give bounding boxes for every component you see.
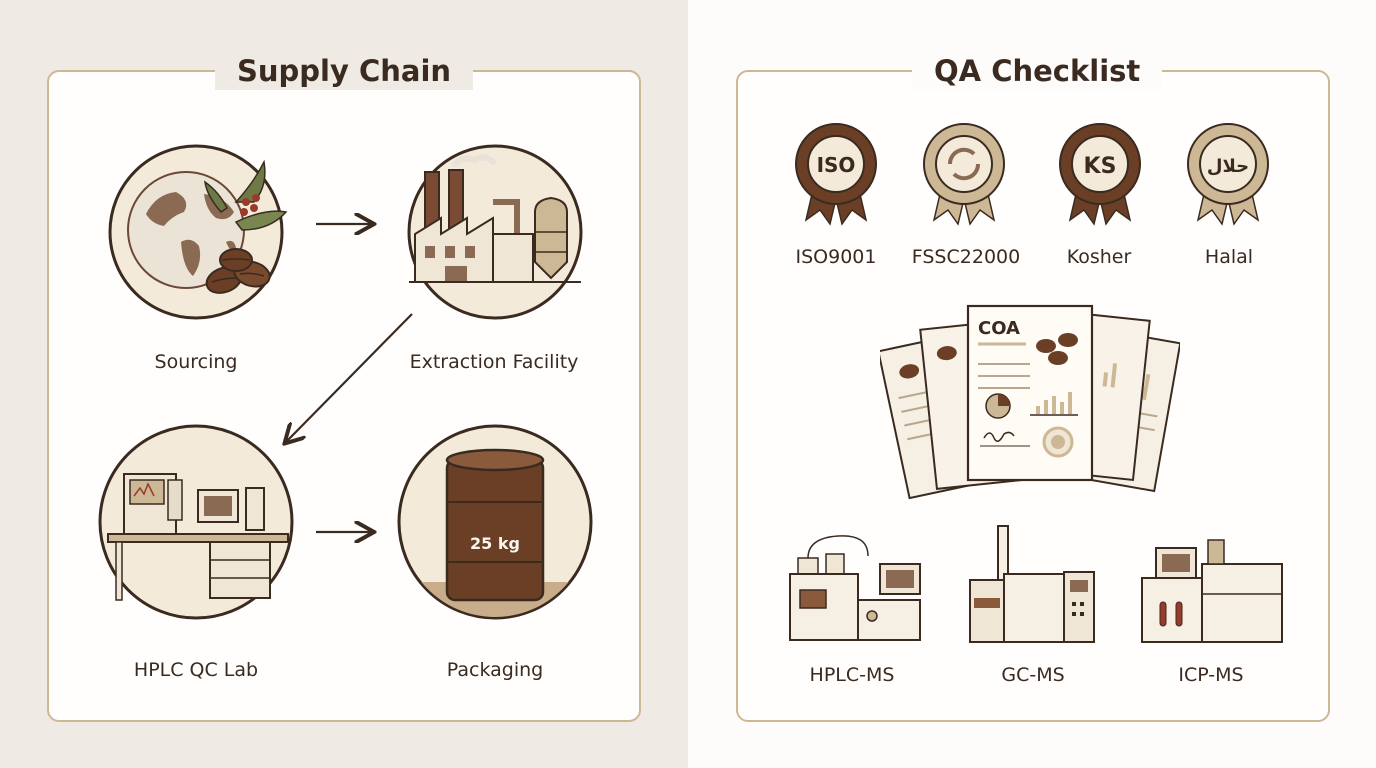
- flow-arrows: [0, 0, 413, 768]
- cert-label-fssc22000: FSSC22000: [911, 246, 1021, 268]
- packaging-label: Packaging: [446, 659, 544, 681]
- hplc-ms-icon: [789, 535, 921, 641]
- factory-icon: [407, 144, 583, 320]
- drum-icon: 25 kg: [397, 424, 593, 620]
- instrument-label-hplc-ms: HPLC-MS: [809, 664, 895, 686]
- iso-badge-text: ISO: [817, 153, 856, 177]
- cert-label-kosher: Kosher: [1066, 246, 1132, 268]
- kosher-badge-icon: KS: [1059, 123, 1141, 226]
- globe-coffee-icon: [108, 144, 288, 320]
- kosher-badge-text: KS: [1084, 154, 1117, 179]
- cert-label-iso9001: ISO9001: [795, 246, 877, 268]
- sourcing-circle: [86, 142, 306, 322]
- instruments: [789, 525, 1283, 643]
- halal-badge-text: حلال: [1207, 156, 1249, 177]
- halal-badge-icon: حلال: [1187, 123, 1269, 226]
- instrument-label-gc-ms: GC-MS: [1001, 664, 1065, 686]
- gc-ms-icon: [969, 525, 1095, 643]
- extraction-facility-circle: [385, 142, 605, 322]
- extraction-facility-label: Extraction Facility: [409, 351, 579, 373]
- arrow-extraction-to-lab: [286, 313, 413, 442]
- certification-badges: ISO KS حلال: [795, 123, 1269, 226]
- qa-checklist-title: QA Checklist: [912, 52, 1163, 90]
- drum-weight-label: 25 kg: [470, 534, 520, 553]
- supply-chain-title: Supply Chain: [215, 52, 474, 90]
- fssc-badge-icon: [923, 123, 1005, 226]
- packaging-circle: 25 kg: [385, 422, 605, 622]
- icp-ms-icon: [1141, 539, 1283, 643]
- sourcing-label: Sourcing: [154, 351, 238, 373]
- coa-title-text: COA: [978, 318, 1020, 339]
- coa-documents-icon: COA: [880, 304, 1180, 500]
- cert-label-halal: Halal: [1204, 246, 1254, 268]
- hplc-qc-lab-circle: [86, 422, 306, 622]
- lab-desk-icon: [98, 424, 294, 620]
- instrument-label-icp-ms: ICP-MS: [1178, 664, 1244, 686]
- iso-badge-icon: ISO: [795, 123, 877, 226]
- hplc-qc-lab-label: HPLC QC Lab: [133, 659, 259, 681]
